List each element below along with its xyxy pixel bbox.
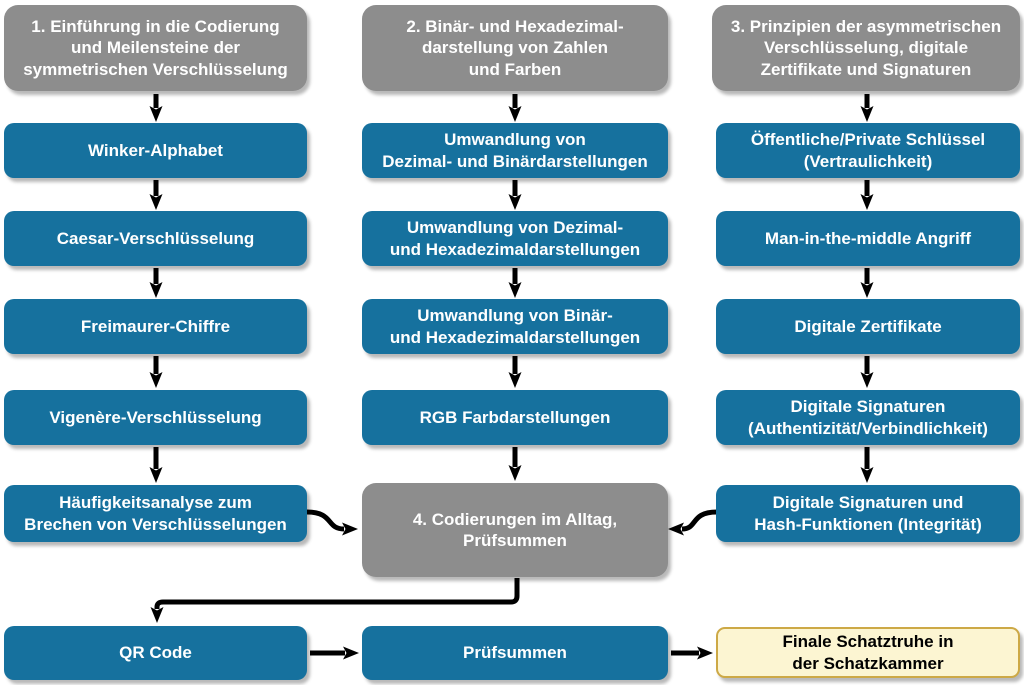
node-haeufigkeitsanalyse: Häufigkeitsanalyse zum Brechen von Versc… xyxy=(4,485,307,542)
node-umwandlung-dezimal-hex: Umwandlung von Dezimal- und Hexadezimald… xyxy=(362,211,668,266)
arrow-hub-to-qr xyxy=(150,578,520,623)
arrow-haeufigkeit-to-hub xyxy=(306,509,358,536)
node-winker-alphabet: Winker-Alphabet xyxy=(4,123,307,178)
node-caesar-verschluesselung: Caesar-Verschlüsselung xyxy=(4,211,307,266)
node-header-unit2: 2. Binär- und Hexadezimal- darstellung v… xyxy=(362,5,668,91)
node-qr-code: QR Code xyxy=(4,626,307,680)
node-man-in-the-middle: Man-in-the-middle Angriff xyxy=(716,211,1020,266)
arrow-hash-to-hub xyxy=(668,509,718,536)
node-signaturen-hash-funktionen: Digitale Signaturen und Hash-Funktionen … xyxy=(716,485,1020,542)
node-vigenere-verschluesselung: Vigenère-Verschlüsselung xyxy=(4,390,307,445)
node-finale-schatztruhe: Finale Schatztruhe in der Schatzkammer xyxy=(716,627,1020,678)
node-freimaurer-chiffre: Freimaurer-Chiffre xyxy=(4,299,307,354)
node-pruefsummen: Prüfsummen xyxy=(362,626,668,680)
node-umwandlung-binaer-hex: Umwandlung von Binär- und Hexadezimaldar… xyxy=(362,299,668,354)
node-header-unit3: 3. Prinzipien der asymmetrischen Verschl… xyxy=(712,5,1020,91)
node-header-unit1: 1. Einführung in die Codierung und Meile… xyxy=(4,5,307,91)
node-rgb-farbdarstellungen: RGB Farbdarstellungen xyxy=(362,390,668,445)
node-digitale-zertifikate: Digitale Zertifikate xyxy=(716,299,1020,354)
node-hub-codierungen-alltag: 4. Codierungen im Alltag, Prüfsummen xyxy=(362,483,668,577)
node-oeffentliche-private-schluessel: Öffentliche/Private Schlüssel (Vertrauli… xyxy=(716,123,1020,178)
node-digitale-signaturen: Digitale Signaturen (Authentizität/Verbi… xyxy=(716,390,1020,445)
node-umwandlung-dezimal-binaer: Umwandlung von Dezimal- und Binärdarstel… xyxy=(362,123,668,178)
